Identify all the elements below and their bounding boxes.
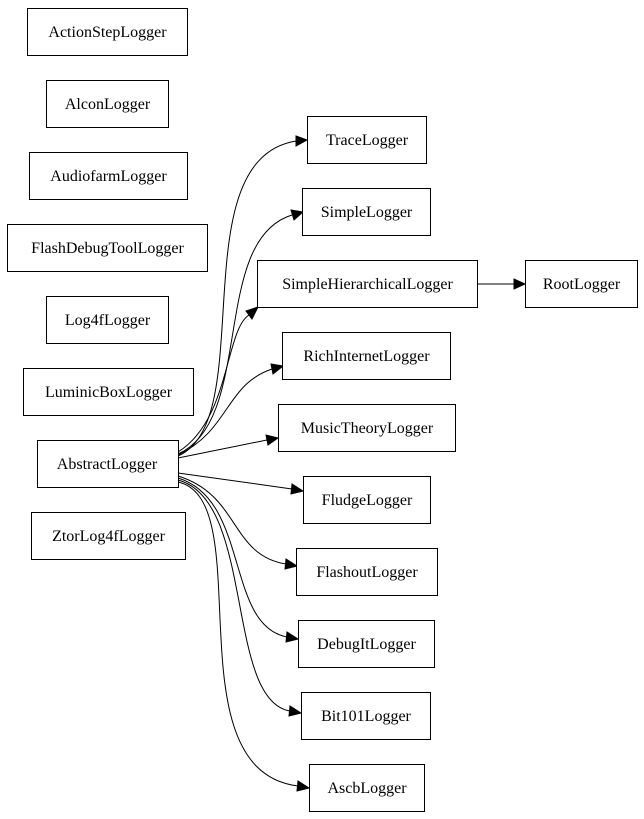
node-label: FlashoutLogger	[316, 564, 418, 581]
edge-abstract-to-bit101	[177, 479, 303, 717]
node-music-theory-logger[interactable]: MusicTheoryLogger	[278, 404, 456, 452]
node-abstract-logger[interactable]: AbstractLogger	[37, 440, 179, 488]
edge-abstract-to-simple	[177, 209, 305, 455]
node-label: TraceLogger	[326, 132, 409, 149]
node-trace-logger[interactable]: TraceLogger	[307, 116, 427, 164]
node-flash-debug-tool-logger[interactable]: FlashDebugToolLogger	[7, 224, 208, 272]
edge-abstract-to-rich-internet	[177, 363, 285, 456]
node-simple-hierarchical-logger[interactable]: SimpleHierarchicalLogger	[257, 260, 478, 308]
node-root-logger[interactable]: RootLogger	[525, 260, 638, 308]
node-rich-internet-logger[interactable]: RichInternetLogger	[282, 332, 451, 380]
edge-abstract-to-flashout	[177, 475, 299, 570]
node-action-step-logger[interactable]: ActionStepLogger	[27, 8, 188, 56]
edge-abstract-to-simple-hierarchical	[177, 306, 259, 453]
node-label: ActionStepLogger	[48, 24, 167, 41]
node-ztor-log4f-logger[interactable]: ZtorLog4fLogger	[31, 512, 186, 560]
node-bit101-logger[interactable]: Bit101Logger	[301, 692, 431, 740]
node-label: FlashDebugToolLogger	[31, 240, 184, 257]
node-label: LuminicBoxLogger	[45, 384, 173, 401]
node-label: Bit101Logger	[321, 708, 411, 725]
node-label: AbstractLogger	[57, 456, 158, 473]
edge-simple-hierarchical-to-root	[477, 278, 527, 290]
node-label: AlconLogger	[65, 96, 151, 113]
edge-abstract-to-fludge	[177, 472, 305, 495]
node-label: RichInternetLogger	[303, 348, 430, 365]
node-label: DebugItLogger	[317, 636, 416, 653]
edge-abstract-to-trace	[177, 135, 309, 457]
node-luminic-box-logger[interactable]: LuminicBoxLogger	[23, 368, 194, 416]
node-label: Log4fLogger	[65, 312, 151, 329]
node-simple-logger[interactable]: SimpleLogger	[302, 188, 431, 236]
nodes-layer: ActionStepLogger AlconLogger AudiofarmLo…	[7, 8, 638, 812]
edge-abstract-to-debug-it	[177, 477, 300, 643]
node-audiofarm-logger[interactable]: AudiofarmLogger	[29, 152, 188, 200]
node-log4f-logger[interactable]: Log4fLogger	[46, 296, 169, 344]
node-alcon-logger[interactable]: AlconLogger	[46, 80, 169, 128]
node-label: RootLogger	[543, 276, 621, 293]
node-debug-it-logger[interactable]: DebugItLogger	[298, 620, 435, 668]
node-label: ZtorLog4fLogger	[52, 528, 166, 545]
edges-layer	[177, 135, 527, 792]
node-label: SimpleHierarchicalLogger	[282, 276, 453, 293]
node-label: AudiofarmLogger	[50, 168, 167, 185]
edge-abstract-to-ascb	[177, 481, 311, 792]
node-flashout-logger[interactable]: FlashoutLogger	[296, 548, 438, 596]
edge-abstract-to-music-theory	[177, 434, 280, 459]
node-fludge-logger[interactable]: FludgeLogger	[303, 476, 431, 524]
node-label: FludgeLogger	[322, 492, 413, 509]
node-label: MusicTheoryLogger	[301, 420, 434, 437]
node-label: AscbLogger	[327, 780, 407, 797]
node-ascb-logger[interactable]: AscbLogger	[309, 764, 425, 812]
node-label: SimpleLogger	[321, 204, 413, 221]
